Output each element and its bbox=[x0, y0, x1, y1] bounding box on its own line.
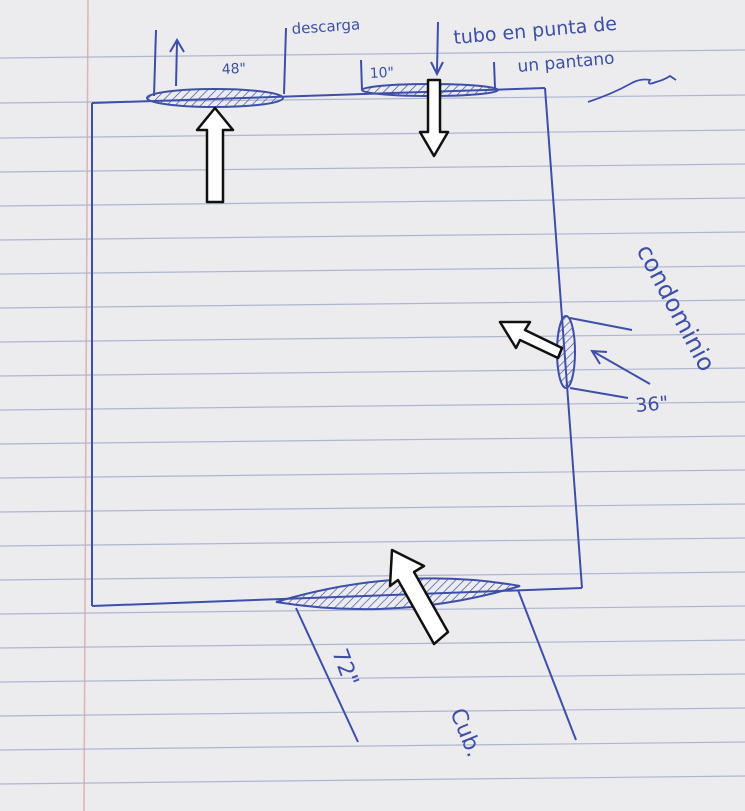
opening-right bbox=[557, 316, 650, 398]
label-bottom-note: Cub. bbox=[444, 705, 486, 761]
label-top-left-size: 48" bbox=[221, 61, 246, 78]
arrow-up-icon bbox=[197, 108, 233, 202]
margin-line bbox=[84, 0, 88, 811]
ruled-lines bbox=[0, 50, 745, 784]
opening-top-left bbox=[147, 28, 286, 107]
label-top-left-note: descarga bbox=[291, 15, 361, 38]
room-outline bbox=[92, 88, 582, 606]
label-top-right-note-1: tubo en punta de bbox=[453, 13, 618, 49]
label-right-note: condominio bbox=[631, 240, 721, 376]
signature-scribble bbox=[588, 76, 676, 102]
label-right-size: 36" bbox=[635, 392, 670, 417]
label-top-right-size: 10" bbox=[369, 65, 394, 82]
arrow-left-icon bbox=[500, 322, 562, 358]
